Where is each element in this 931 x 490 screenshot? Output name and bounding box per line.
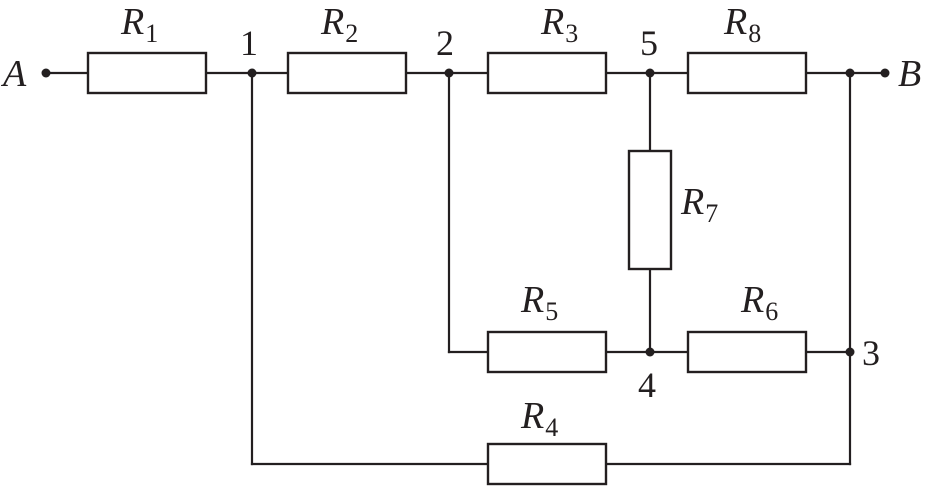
resistor-r6 [686,330,808,374]
resistor-r4-label: R4 [520,395,558,442]
resistor-r3-label: R3 [540,1,578,48]
node-5-label: 5 [640,23,658,63]
resistor-r1 [86,51,208,95]
resistor-r5 [486,330,608,374]
resistor-r2-label: R2 [320,1,358,48]
resistor-r7 [627,149,673,271]
node-1-label: 1 [240,23,258,63]
node-4-label: 4 [638,365,656,405]
node-3-dot [845,347,855,357]
resistor-r8-label: R8 [723,1,761,48]
resistor-r1-label: R1 [120,1,158,48]
resistor-r5-label: R5 [520,279,558,326]
resistor-r2 [286,51,408,95]
resistor-r6-label: R6 [740,279,778,326]
node-2-dot [444,68,454,78]
terminal-a-dot [41,68,51,78]
terminal-b-label: B [898,53,921,95]
node-5-dot [645,68,655,78]
node-3-label: 3 [862,333,880,373]
junction-b-dot [845,68,855,78]
node-1-dot [247,68,257,78]
terminal-a-label: A [0,53,27,95]
node-4-dot [645,347,655,357]
terminal-b-dot [880,68,890,78]
resistor-r8 [686,51,808,95]
resistor-r3 [486,51,608,95]
resistor-r4 [486,442,608,486]
node-2-label: 2 [436,23,454,63]
resistor-r7-label: R7 [680,181,718,228]
